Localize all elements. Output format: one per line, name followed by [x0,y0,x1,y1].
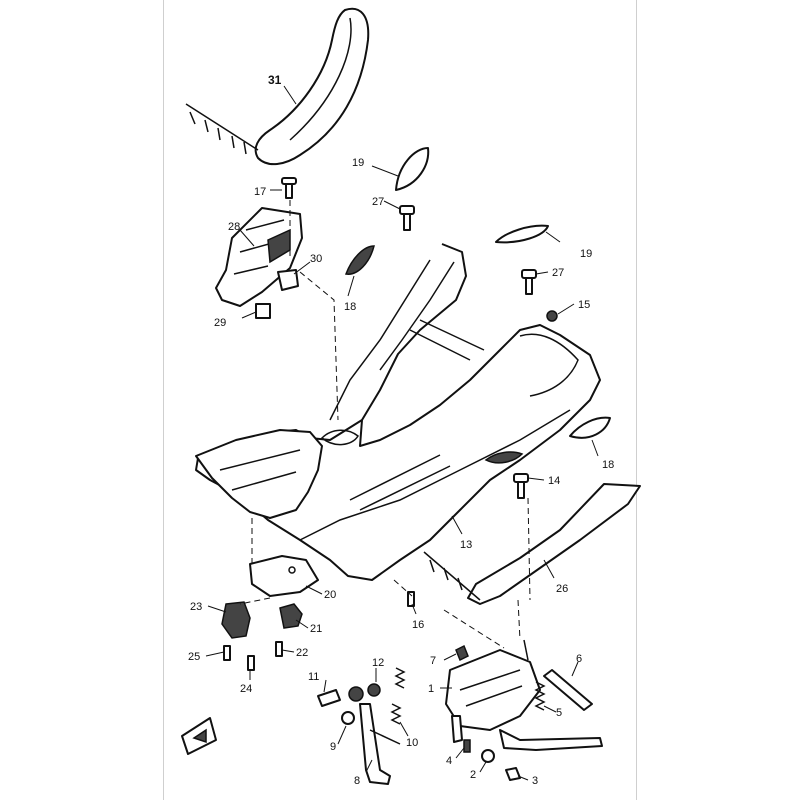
callout-18-upper: 18 [344,301,356,313]
callout-17: 17 [254,186,266,198]
part-29-block [255,303,271,319]
callout-28: 28 [228,221,240,233]
part-7-clip [455,644,469,662]
part-14-bolt [513,473,529,499]
callout-27-lower: 27 [552,267,564,279]
part-25-screw [223,645,231,661]
callout-19-lower: 19 [580,248,592,260]
part-3-pin [505,767,521,781]
callout-2: 2 [470,769,476,781]
part-2-washer [481,749,495,763]
callout-18-lower: 18 [602,459,614,471]
callout-21: 21 [310,623,322,635]
part-30-clip [277,269,299,291]
callout-27-upper: 27 [372,196,384,208]
part-27-bolt-upper [399,205,415,231]
callout-15: 15 [578,299,590,311]
left-frame-line [163,0,164,800]
leader-lines [205,85,599,781]
callout-29: 29 [214,317,226,329]
assembly-guide-lines [239,200,531,649]
arrow-box-icon [181,717,217,755]
part-12-nut [367,683,381,697]
right-frame-line [636,0,637,800]
part-left-storage-box [195,429,323,519]
callout-6: 6 [576,653,582,665]
part-22-screw [275,641,283,657]
callout-1: 1 [428,683,434,695]
part-10-spring [390,667,406,725]
part-1-center-stand [445,649,603,751]
callout-3: 3 [532,775,538,787]
part-31-cover [185,7,370,166]
part-11-bolt [317,689,341,707]
callout-labels: 31 19 27 17 28 30 18 19 27 29 15 18 14 1… [188,73,614,787]
callout-14: 14 [548,475,560,487]
part-4-screw [463,739,471,753]
callout-19-upper: 19 [352,157,364,169]
callout-12: 12 [372,657,384,669]
callout-20: 20 [324,589,336,601]
part-21-latch [279,603,303,629]
part-8-side-stand [348,686,401,785]
part-16-screw [407,591,415,607]
part-9-bushing [341,711,355,725]
part-26-side-cover [423,483,641,605]
callout-8: 8 [354,775,360,787]
callout-10: 10 [406,737,418,749]
callout-22: 22 [296,647,308,659]
part-15-nut [546,310,558,322]
callout-25: 25 [188,651,200,663]
callout-4: 4 [446,755,452,767]
callout-13: 13 [460,539,472,551]
part-19-cap-lower [495,224,549,244]
part-6-shaft [543,669,593,711]
callout-31: 31 [268,73,282,87]
callout-24: 24 [240,683,252,695]
callout-23: 23 [190,601,202,613]
callout-16: 16 [412,619,424,631]
part-5-spring [523,639,546,711]
part-27-bolt-lower [521,269,537,295]
part-18-grille-upper [344,245,375,275]
callout-30: 30 [310,253,322,265]
part-24-screw [247,655,255,671]
part-17-screw [281,177,297,199]
callout-9: 9 [330,741,336,753]
part-23-hinge [221,601,251,639]
part-28-bracket [215,207,303,307]
callout-11: 11 [308,671,319,683]
part-19-cap-upper [395,147,430,191]
part-20-lid [249,555,319,597]
callout-5: 5 [556,707,562,719]
part-18-grille-lower [484,416,611,464]
callout-7: 7 [430,655,436,667]
callout-26: 26 [556,583,568,595]
